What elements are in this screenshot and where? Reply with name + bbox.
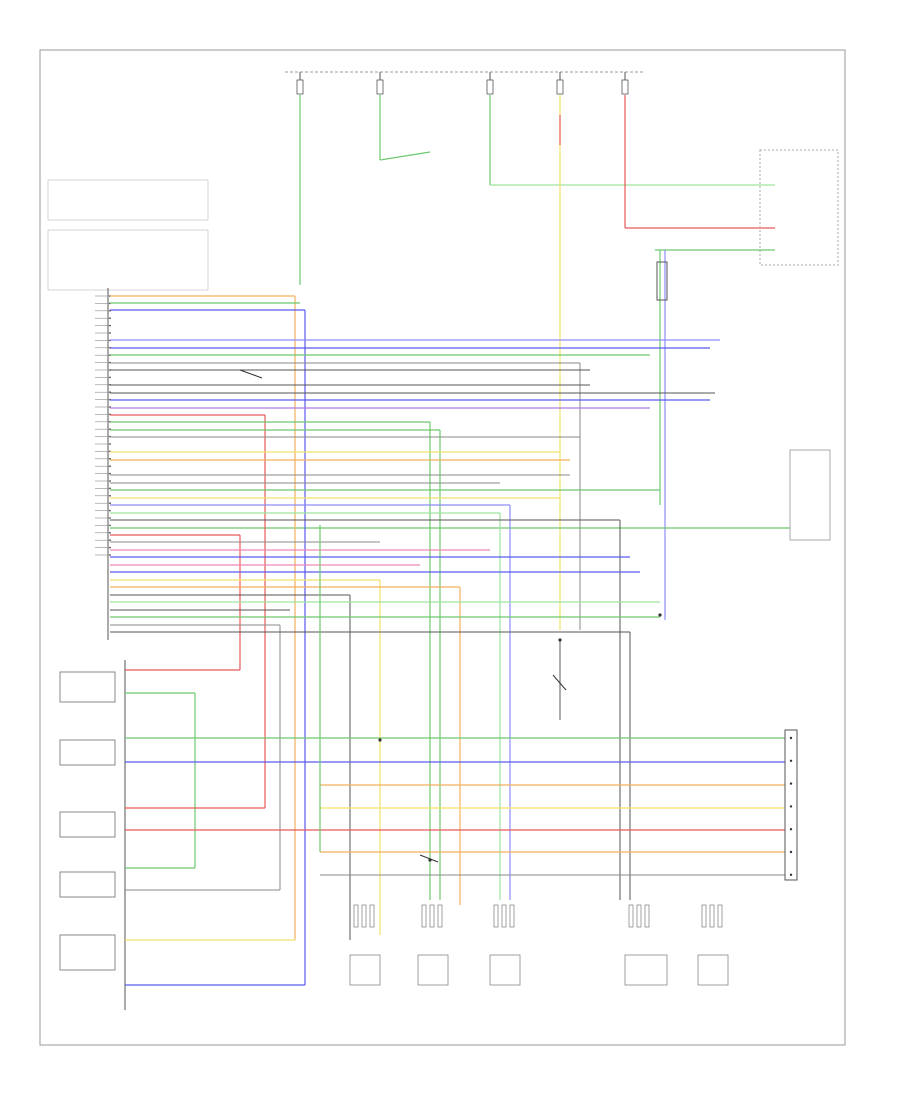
fuse-f5 [621, 72, 629, 95]
transmission-control-relay-box [759, 149, 839, 266]
trans-pin-t5 [789, 828, 793, 831]
brake-switch-icon [552, 674, 567, 691]
trans-pin-t4 [789, 805, 793, 808]
sensor-s2 [417, 904, 449, 986]
pcm-pin-p25 [95, 472, 111, 475]
fuse-icon [556, 79, 564, 95]
pcm-wires [110, 295, 720, 985]
fuse-box-group [296, 72, 629, 95]
bottom-sensor-group [349, 904, 729, 986]
pcm-pin-p12 [95, 376, 111, 379]
fuse-f2 [376, 72, 384, 95]
splice-dot [378, 738, 382, 742]
pcm-pin-p28 [95, 494, 111, 497]
sensor-connector-icon [697, 954, 729, 986]
trans-pin-t2 [789, 759, 793, 762]
trans-pin-t6 [789, 850, 793, 854]
shift-solenoid-b-box [59, 934, 116, 971]
pcm-pin-p24 [95, 465, 111, 468]
trans-harness-connector [784, 729, 798, 881]
sensor-s5 [697, 904, 729, 986]
fuse-icon [376, 79, 384, 95]
pcm-pin-p22 [95, 450, 111, 453]
trans-pin-t1 [789, 736, 793, 740]
pcm-pin-p35 [95, 546, 111, 549]
pcm-pin-p4 [95, 317, 111, 320]
pcm-pin-p15 [95, 398, 111, 401]
fuse-icon [296, 79, 304, 95]
turbine-speed-sensor-box [59, 739, 116, 766]
pcm-pin-p7 [95, 339, 111, 342]
pcm-pin-p20 [95, 435, 111, 438]
pcm-pin-p30 [95, 509, 111, 512]
pcm-pin-p34 [95, 539, 111, 542]
fuse-f4 [556, 72, 564, 95]
diagram-border [39, 49, 846, 1046]
pcm-pin-p3 [95, 309, 111, 312]
pcm-pin-p16 [95, 406, 111, 408]
pcm-pin-p1 [95, 295, 111, 297]
fuse-icon [621, 79, 629, 95]
fuse-f3 [486, 72, 494, 95]
trans-fluid-temp-box [59, 811, 116, 838]
pcm-module-label-box [47, 229, 209, 291]
transmission-range-sensor [789, 449, 831, 541]
trans-pin-t7 [789, 873, 793, 876]
pcm-pin-p5 [95, 324, 111, 327]
pcm-pin-p9 [95, 354, 111, 357]
pcm-pin-p10 [95, 361, 111, 364]
clutch-solenoid-box [59, 871, 116, 898]
pcm-pin-p32 [95, 524, 111, 527]
sensor-connector-icon [624, 954, 668, 986]
shift-solenoid-box [59, 671, 116, 703]
fuse-f1 [296, 72, 304, 95]
sensor-connector-icon [489, 954, 521, 986]
sensor-s4 [624, 904, 668, 986]
pcm-pin-p26 [95, 480, 111, 482]
fuse-icon [486, 79, 494, 95]
sensor-s3 [489, 904, 521, 986]
pcm-pin-p19 [95, 428, 111, 431]
pcm-pin-p2 [95, 302, 111, 305]
splice-switch-icon [419, 854, 439, 863]
pcm-pin-p27 [95, 487, 111, 490]
pcm-pin-list [95, 295, 111, 556]
sensor-s1 [349, 904, 381, 986]
relay-switch-icon [239, 369, 263, 379]
wire-green-fuse2b [379, 151, 431, 161]
pcm-pin-p36 [95, 554, 111, 556]
pcm-pin-p21 [95, 443, 111, 445]
pcm-pin-p31 [95, 517, 111, 519]
pcm-pin-p29 [95, 502, 111, 505]
pcm-pin-p8 [95, 346, 111, 349]
pcm-pin-p23 [95, 457, 111, 460]
pcm-pin-p11 [95, 369, 111, 371]
ignition-module-box [656, 261, 668, 301]
pcm-pin-p18 [95, 420, 111, 423]
pcm-pin-p33 [95, 531, 111, 534]
sensor-wires-lower [125, 525, 785, 986]
pcm-pin-p6 [95, 332, 111, 334]
pcm-pin-p13 [95, 383, 111, 386]
trans-pin-list [789, 736, 793, 876]
trans-pin-t3 [789, 782, 793, 785]
pcm-pin-p17 [95, 413, 111, 416]
data-link-connector [47, 179, 209, 221]
splice-dot [658, 613, 662, 617]
pcm-pin-p14 [95, 391, 111, 394]
sensor-connector-icon [349, 954, 381, 986]
sensor-connector-icon [417, 954, 449, 986]
